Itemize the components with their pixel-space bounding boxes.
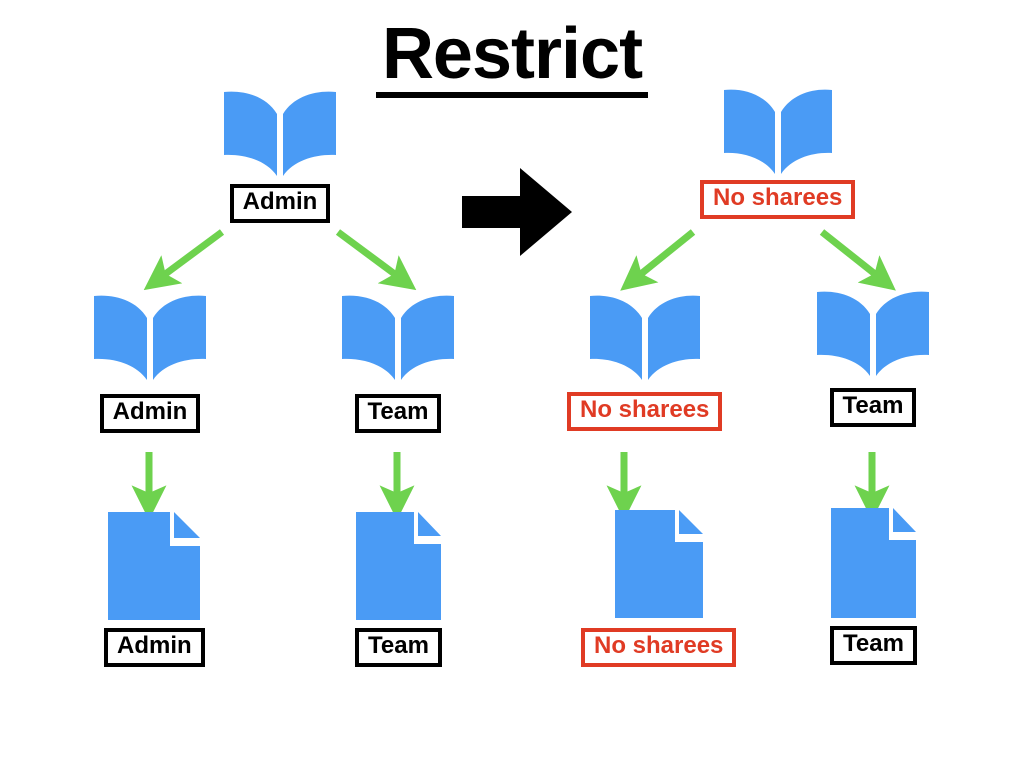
page-title-text: Restrict — [375, 18, 649, 98]
arrow-after-root-to-left — [620, 229, 696, 291]
book-icon — [722, 86, 834, 178]
before-root-label[interactable]: Admin — [229, 184, 331, 223]
after-doc-nosharees-node[interactable]: No sharees — [581, 510, 737, 667]
book-icon — [340, 292, 456, 384]
after-child-nosharees-label[interactable]: No sharees — [567, 392, 723, 431]
book-icon — [92, 292, 208, 384]
before-child-admin-label[interactable]: Admin — [99, 394, 201, 433]
before-doc-admin-label[interactable]: Admin — [104, 628, 205, 667]
page-title: Restrict — [0, 18, 1024, 98]
before-doc-team-label[interactable]: Team — [355, 628, 442, 667]
before-root-node[interactable]: Admin — [222, 88, 338, 223]
before-doc-team-node[interactable]: Team — [355, 512, 442, 667]
after-child-team-label[interactable]: Team — [829, 388, 917, 427]
before-child-team-label[interactable]: Team — [354, 394, 442, 433]
after-doc-team-node[interactable]: Team — [830, 508, 917, 665]
arrow-before-root-to-left — [143, 229, 225, 291]
arrow-after-root-to-right — [819, 229, 896, 291]
before-doc-admin-node[interactable]: Admin — [104, 512, 205, 667]
arrow-before-root-to-right — [335, 229, 417, 291]
book-icon — [222, 88, 338, 180]
after-doc-team-label[interactable]: Team — [830, 626, 917, 665]
after-doc-nosharees-label[interactable]: No sharees — [581, 628, 737, 667]
after-child-nosharees-node[interactable]: No sharees — [567, 292, 723, 431]
before-child-admin-node[interactable]: Admin — [92, 292, 208, 433]
after-root-label[interactable]: No sharees — [700, 180, 856, 219]
book-icon — [588, 292, 702, 384]
document-icon — [355, 512, 441, 620]
book-icon — [815, 288, 931, 380]
right-arrow-icon — [462, 168, 572, 256]
after-child-team-node[interactable]: Team — [815, 288, 931, 427]
document-icon — [108, 512, 201, 620]
document-icon — [614, 510, 703, 618]
document-icon — [830, 508, 916, 618]
after-root-node[interactable]: No sharees — [700, 86, 856, 219]
before-child-team-node[interactable]: Team — [340, 292, 456, 433]
